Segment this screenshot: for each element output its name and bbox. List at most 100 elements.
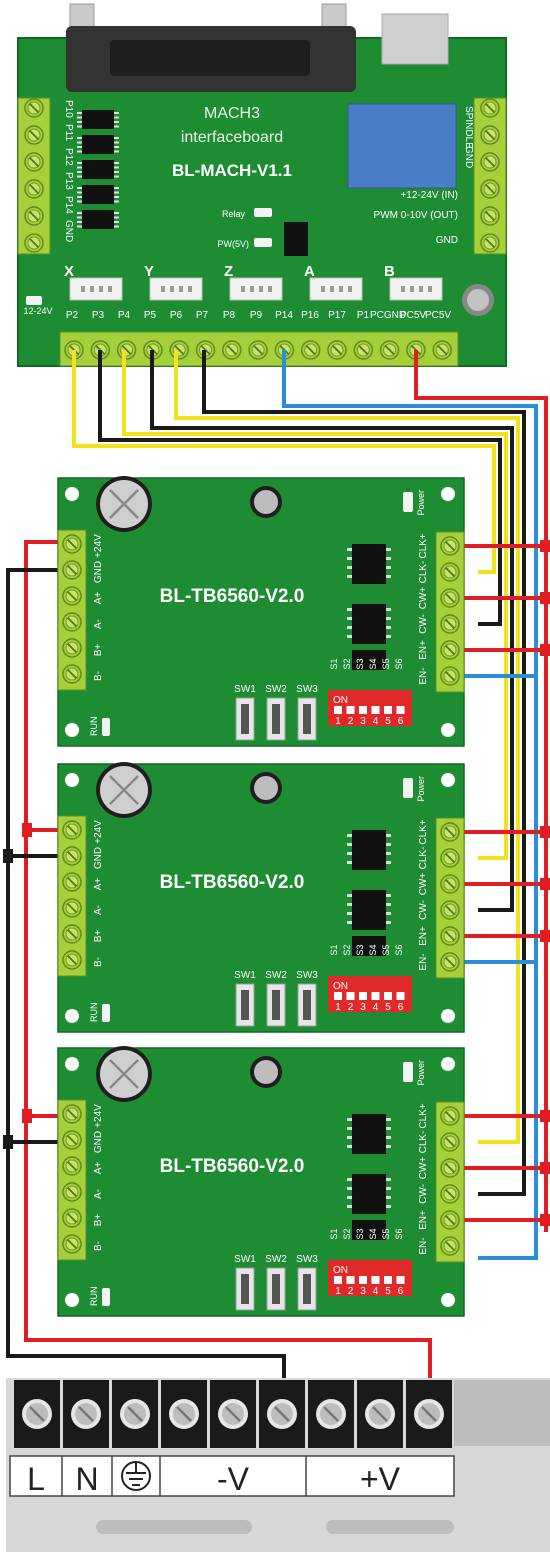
interface-bottom-screw [327,340,347,360]
driver-chip [352,1174,386,1214]
psu-label-l: L [27,1461,45,1497]
connector-pin [259,286,263,292]
chip-pin [114,112,119,114]
slide-switch-knob[interactable] [272,704,280,734]
dip-number: 3 [360,716,366,727]
interface-bottom-screw [169,340,190,360]
dip-toggle[interactable] [371,992,380,1000]
slide-switch-knob[interactable] [241,990,249,1020]
pw-led [254,238,272,247]
mount-hole [65,723,79,737]
dip-toggle[interactable] [346,1276,355,1284]
chip-pin [347,834,352,837]
chip-pin [77,175,82,178]
dip-toggle[interactable] [384,1276,392,1284]
slide-switch-knob[interactable] [241,704,249,734]
red-junction [540,826,550,838]
dip-toggle[interactable] [334,706,342,714]
chip-pin [386,548,391,551]
chip-pin [114,221,119,223]
connector-pin [428,286,432,292]
chip-pin [386,921,391,924]
dip-toggle[interactable] [334,992,342,1000]
usb-connector [381,13,449,65]
driver-chip [352,544,386,584]
chip-pin [77,116,82,119]
dip-toggle[interactable] [334,1276,342,1284]
chip-pin [386,852,391,855]
dip-number: 2 [348,1002,354,1013]
connector-pin [179,286,183,292]
driver-chip [352,604,386,644]
slide-switch-knob[interactable] [241,1274,249,1304]
chip-pin [114,196,119,198]
driver-model: BL-TB6560-V2.0 [160,586,305,607]
psu-screw-slot [323,1406,339,1422]
optocoupler-chip [82,185,114,204]
connector-pin [268,286,272,292]
slide-switch-knob[interactable] [303,1274,311,1304]
wire-cw-y [150,350,514,912]
dip-label: S1 [329,944,339,955]
chip-pin [114,216,119,219]
slide-switch-knob[interactable] [303,990,311,1020]
slide-switch-knob[interactable] [303,704,311,734]
dip-number: 2 [348,1286,354,1297]
interface-left-terminal [17,97,51,255]
slide-switch-knob[interactable] [272,1274,280,1304]
chip-pin [347,635,352,638]
mount-hole [65,773,79,787]
connector-pin [241,286,245,292]
dip-toggle[interactable] [346,992,355,1000]
bottom-pin-label: P8 [223,310,236,321]
chip-pin [347,1136,352,1139]
bottom-pin-label: P5 [144,310,157,321]
chip-pin [77,121,82,123]
psu-label-minus-v: -V [217,1461,250,1497]
driver-left-screw [62,872,82,892]
psu-screw-slot [225,1406,241,1422]
dip-toggle[interactable] [396,706,405,714]
dip-toggle[interactable] [359,992,367,1000]
dip-toggle[interactable] [371,706,380,714]
driver-pot-knob [254,490,278,514]
dip-toggle[interactable] [396,992,405,1000]
chip-pin [386,626,391,629]
dip-label: S5 [381,1228,391,1239]
chip-pin [114,191,119,194]
chip-pin [114,171,119,173]
dip-toggle[interactable] [359,1276,367,1284]
driver-right-label: CW+ [418,587,429,610]
dip-on-label: ON [333,695,348,706]
dip-toggle[interactable] [384,706,392,714]
optocoupler-chip [82,110,114,129]
dip-toggle[interactable] [396,1276,405,1284]
driver-left-screw [62,1208,82,1228]
driver-left-screw [62,1104,82,1124]
dip-toggle[interactable] [384,992,392,1000]
chip-pin [386,1118,391,1121]
dip-toggle[interactable] [346,706,355,714]
wire-gnd [6,568,286,1394]
red-junction [540,592,550,604]
bottom-pin-label: P6 [170,310,183,321]
driver-right-label: CW- [418,614,429,634]
driver-left-label: B+ [93,644,104,657]
driver-right-screw [440,536,460,556]
run-label: RUN [89,1003,99,1023]
driver-right-screw [440,926,460,946]
driver-right-label: CLK+ [418,819,429,844]
chip-pin [386,1127,391,1130]
dip-label: S6 [394,1228,404,1239]
dip-toggle[interactable] [371,1276,380,1284]
chip-pin [347,617,352,620]
dip-toggle[interactable] [359,706,367,714]
chip-pin [347,861,352,864]
interface-left-screw [24,179,44,199]
chip-pin [347,608,352,611]
bottom-pin-label: P1 [357,310,370,321]
slide-switch-knob[interactable] [272,990,280,1020]
mount-hole [65,1057,79,1071]
axis-connector [229,277,283,301]
